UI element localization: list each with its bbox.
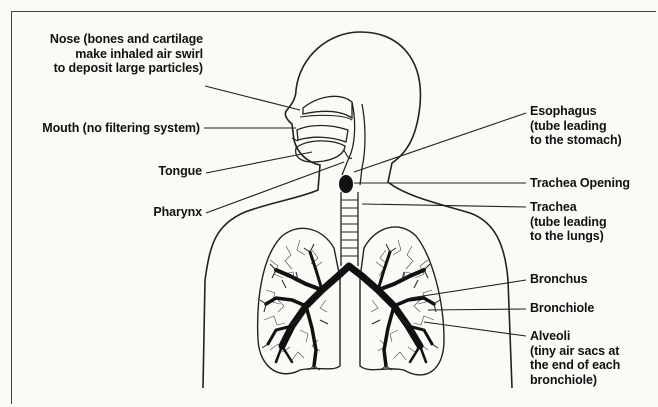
nasal-cavity xyxy=(303,96,352,118)
pharynx-label: Pharynx xyxy=(153,205,202,220)
mouth-label: Mouth (no filtering system) xyxy=(42,121,200,136)
left-side-outline xyxy=(203,280,205,388)
bronchiole-label: Bronchiole xyxy=(530,301,594,316)
trachea-label: Trachea (tube leading to the lungs) xyxy=(530,200,606,244)
tongue-shape xyxy=(296,141,345,162)
pharynx-wall-front xyxy=(342,102,355,175)
tongue-label: Tongue xyxy=(158,164,202,179)
pharynx-leader xyxy=(206,162,344,213)
trachea-opening-mark xyxy=(339,175,353,193)
trachea-leader xyxy=(362,204,526,207)
esophagus-label: Esophagus (tube leading to the stomach) xyxy=(530,104,622,148)
nose-leader xyxy=(205,86,300,110)
tongue-leader xyxy=(206,152,312,173)
lip-line xyxy=(292,138,298,141)
esophagus-leader xyxy=(354,113,526,172)
oral-cavity xyxy=(297,126,348,143)
pharynx-wall-back xyxy=(360,104,365,185)
trachea-opening-label: Trachea Opening xyxy=(530,176,630,191)
trachea-rings xyxy=(341,200,358,256)
alveoli-label: Alveoli (tiny air sacs at the end of eac… xyxy=(530,329,620,387)
alveoli-leader xyxy=(424,322,526,336)
bronchial-tree xyxy=(266,252,434,366)
bronchus-label: Bronchus xyxy=(530,272,588,287)
nose-label: Nose (bones and cartilage make inhaled a… xyxy=(50,32,203,76)
bronchiole-leader xyxy=(428,309,526,310)
nasal-passage-line xyxy=(300,115,352,120)
trachea-tube xyxy=(341,192,358,266)
